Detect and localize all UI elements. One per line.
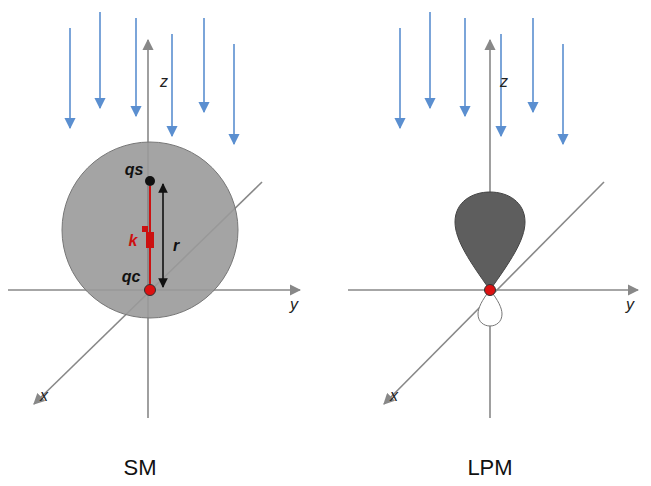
axis-label: z	[500, 74, 508, 90]
core-charge	[145, 285, 156, 296]
charge-label: qs	[125, 162, 144, 178]
light-arrows	[400, 12, 563, 144]
axes	[8, 40, 300, 418]
axis-label: y	[290, 297, 298, 313]
axis-label: x	[40, 388, 48, 404]
distance-arrow	[162, 184, 164, 287]
axis-label: y	[626, 297, 634, 313]
positive-lobe	[455, 192, 525, 290]
panel-title: SM	[124, 457, 157, 479]
axes	[348, 40, 638, 418]
distance-label: r	[173, 238, 179, 254]
spring-symbol	[142, 186, 154, 286]
panel-title: LPM	[467, 457, 512, 479]
shell-charge	[145, 176, 155, 186]
sphere	[62, 142, 238, 318]
light-arrows	[70, 12, 234, 144]
axis-label: z	[160, 74, 168, 90]
spring-label: k	[129, 233, 138, 249]
charge-label: qc	[122, 269, 141, 285]
axis-label: x	[390, 388, 398, 404]
core-charge	[485, 285, 496, 296]
